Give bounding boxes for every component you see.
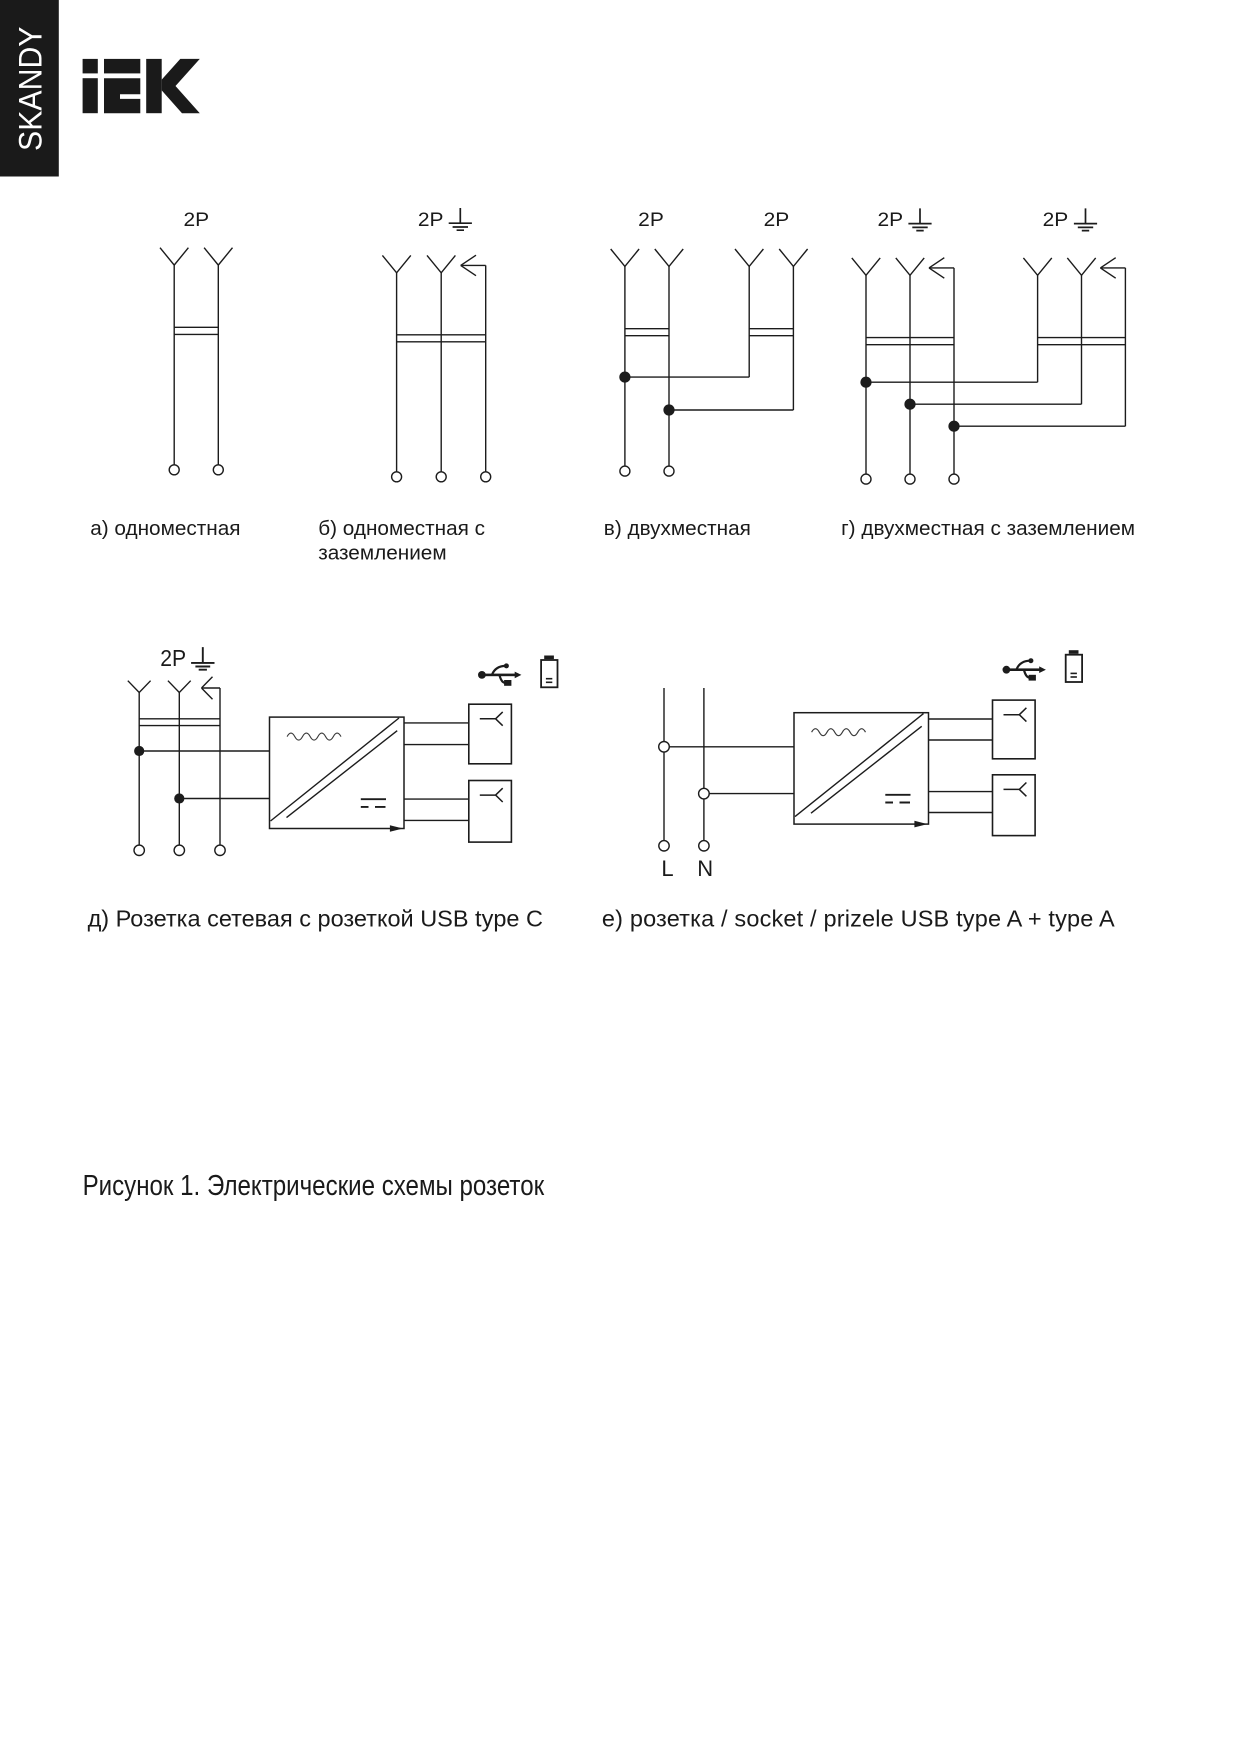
svg-text:заземлением: заземлением: [318, 542, 446, 565]
svg-text:е) розетка / socket / prizele: е) розетка / socket / prizele USB type A…: [602, 906, 1115, 932]
svg-text:2P: 2P: [183, 210, 209, 231]
svg-text:б) одноместная с: б) одноместная с: [318, 517, 485, 540]
svg-text:2P: 2P: [418, 210, 444, 231]
svg-text:2P: 2P: [877, 210, 903, 231]
svg-text:L: L: [661, 856, 673, 881]
svg-text:2P: 2P: [638, 210, 664, 231]
svg-text:д) Розетка сетевая с розеткой: д) Розетка сетевая с розеткой USB type C: [88, 906, 543, 932]
svg-text:SKANDY: SKANDY: [12, 27, 48, 152]
svg-text:2P: 2P: [160, 645, 186, 671]
svg-text:2P: 2P: [764, 210, 790, 231]
svg-text:а) одноместная: а) одноместная: [90, 517, 240, 540]
svg-text:в) двухместная: в) двухместная: [604, 517, 751, 540]
svg-text:Рисунок 1. Электрические схемы: Рисунок 1. Электрические схемы розеток: [83, 1169, 545, 1202]
svg-text:N: N: [697, 856, 713, 881]
svg-text:г) двухместная с заземлением: г) двухместная с заземлением: [841, 517, 1135, 540]
svg-text:2P: 2P: [1043, 210, 1069, 231]
